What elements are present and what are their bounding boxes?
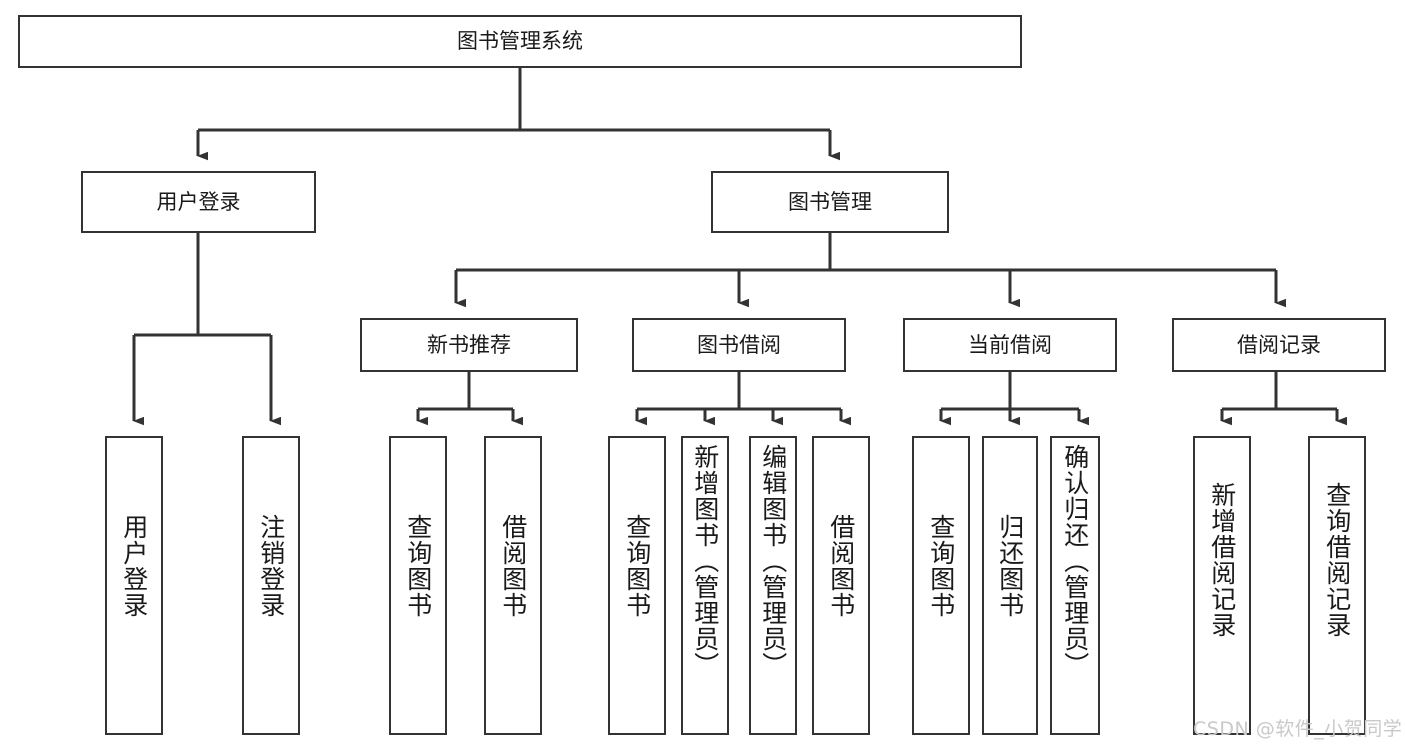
node-label: 图书管理: [788, 189, 872, 214]
node-leaf-confirm-return-admin[interactable]: 确认归还（管理员）: [1050, 436, 1100, 735]
node-leaf-user-login[interactable]: 用户登录: [105, 436, 163, 735]
node-label: 用户登录: [156, 189, 241, 214]
node-label: 查询图书: [622, 514, 652, 618]
node-leaf-query-borrow-record[interactable]: 查询借阅记录: [1308, 436, 1366, 735]
node-leaf-add-book-admin[interactable]: 新增图书（管理员）: [681, 436, 729, 735]
node-label: 图书管理系统: [457, 29, 583, 53]
csdn-watermark: CSDN @软件_小贺同学: [1193, 718, 1403, 740]
node-label: 查询图书: [926, 514, 956, 618]
node-leaf-borrow-book-borrow[interactable]: 借阅图书: [812, 436, 870, 735]
node-label: 确认归还（管理员）: [1060, 444, 1090, 678]
node-leaf-borrow-book-newbook[interactable]: 借阅图书: [484, 436, 542, 735]
node-current-borrowing[interactable]: 当前借阅: [903, 318, 1117, 372]
node-leaf-add-borrow-record[interactable]: 新增借阅记录: [1193, 436, 1251, 735]
node-user-login[interactable]: 用户登录: [81, 171, 316, 233]
node-label: 查询借阅记录: [1322, 482, 1352, 638]
node-new-book-recommendation[interactable]: 新书推荐: [360, 318, 578, 372]
node-label: 用户登录: [119, 514, 149, 618]
node-leaf-return-book[interactable]: 归还图书: [982, 436, 1038, 735]
node-label: 借阅记录: [1237, 332, 1321, 357]
node-label: 新书推荐: [427, 332, 511, 357]
node-book-management[interactable]: 图书管理: [711, 171, 949, 233]
node-leaf-query-book-current[interactable]: 查询图书: [912, 436, 970, 735]
node-borrowing-record[interactable]: 借阅记录: [1172, 318, 1386, 372]
node-label: 新增借阅记录: [1207, 482, 1237, 638]
node-leaf-logout[interactable]: 注销登录: [242, 436, 300, 735]
node-label: 编辑图书（管理员）: [758, 444, 788, 678]
node-label: 借阅图书: [826, 514, 856, 618]
node-book-borrowing[interactable]: 图书借阅: [632, 318, 846, 372]
node-root-book-management-system[interactable]: 图书管理系统: [18, 15, 1022, 68]
node-label: 归还图书: [995, 514, 1025, 618]
node-label: 当前借阅: [968, 332, 1052, 357]
node-label: 查询图书: [403, 514, 433, 618]
node-label: 注销登录: [256, 514, 286, 618]
node-label: 借阅图书: [498, 514, 528, 618]
node-leaf-query-book-newbook[interactable]: 查询图书: [389, 436, 447, 735]
node-leaf-query-book-borrow[interactable]: 查询图书: [608, 436, 666, 735]
node-label: 新增图书（管理员）: [690, 444, 720, 678]
node-label: 图书借阅: [697, 332, 781, 357]
node-leaf-edit-book-admin[interactable]: 编辑图书（管理员）: [749, 436, 797, 735]
